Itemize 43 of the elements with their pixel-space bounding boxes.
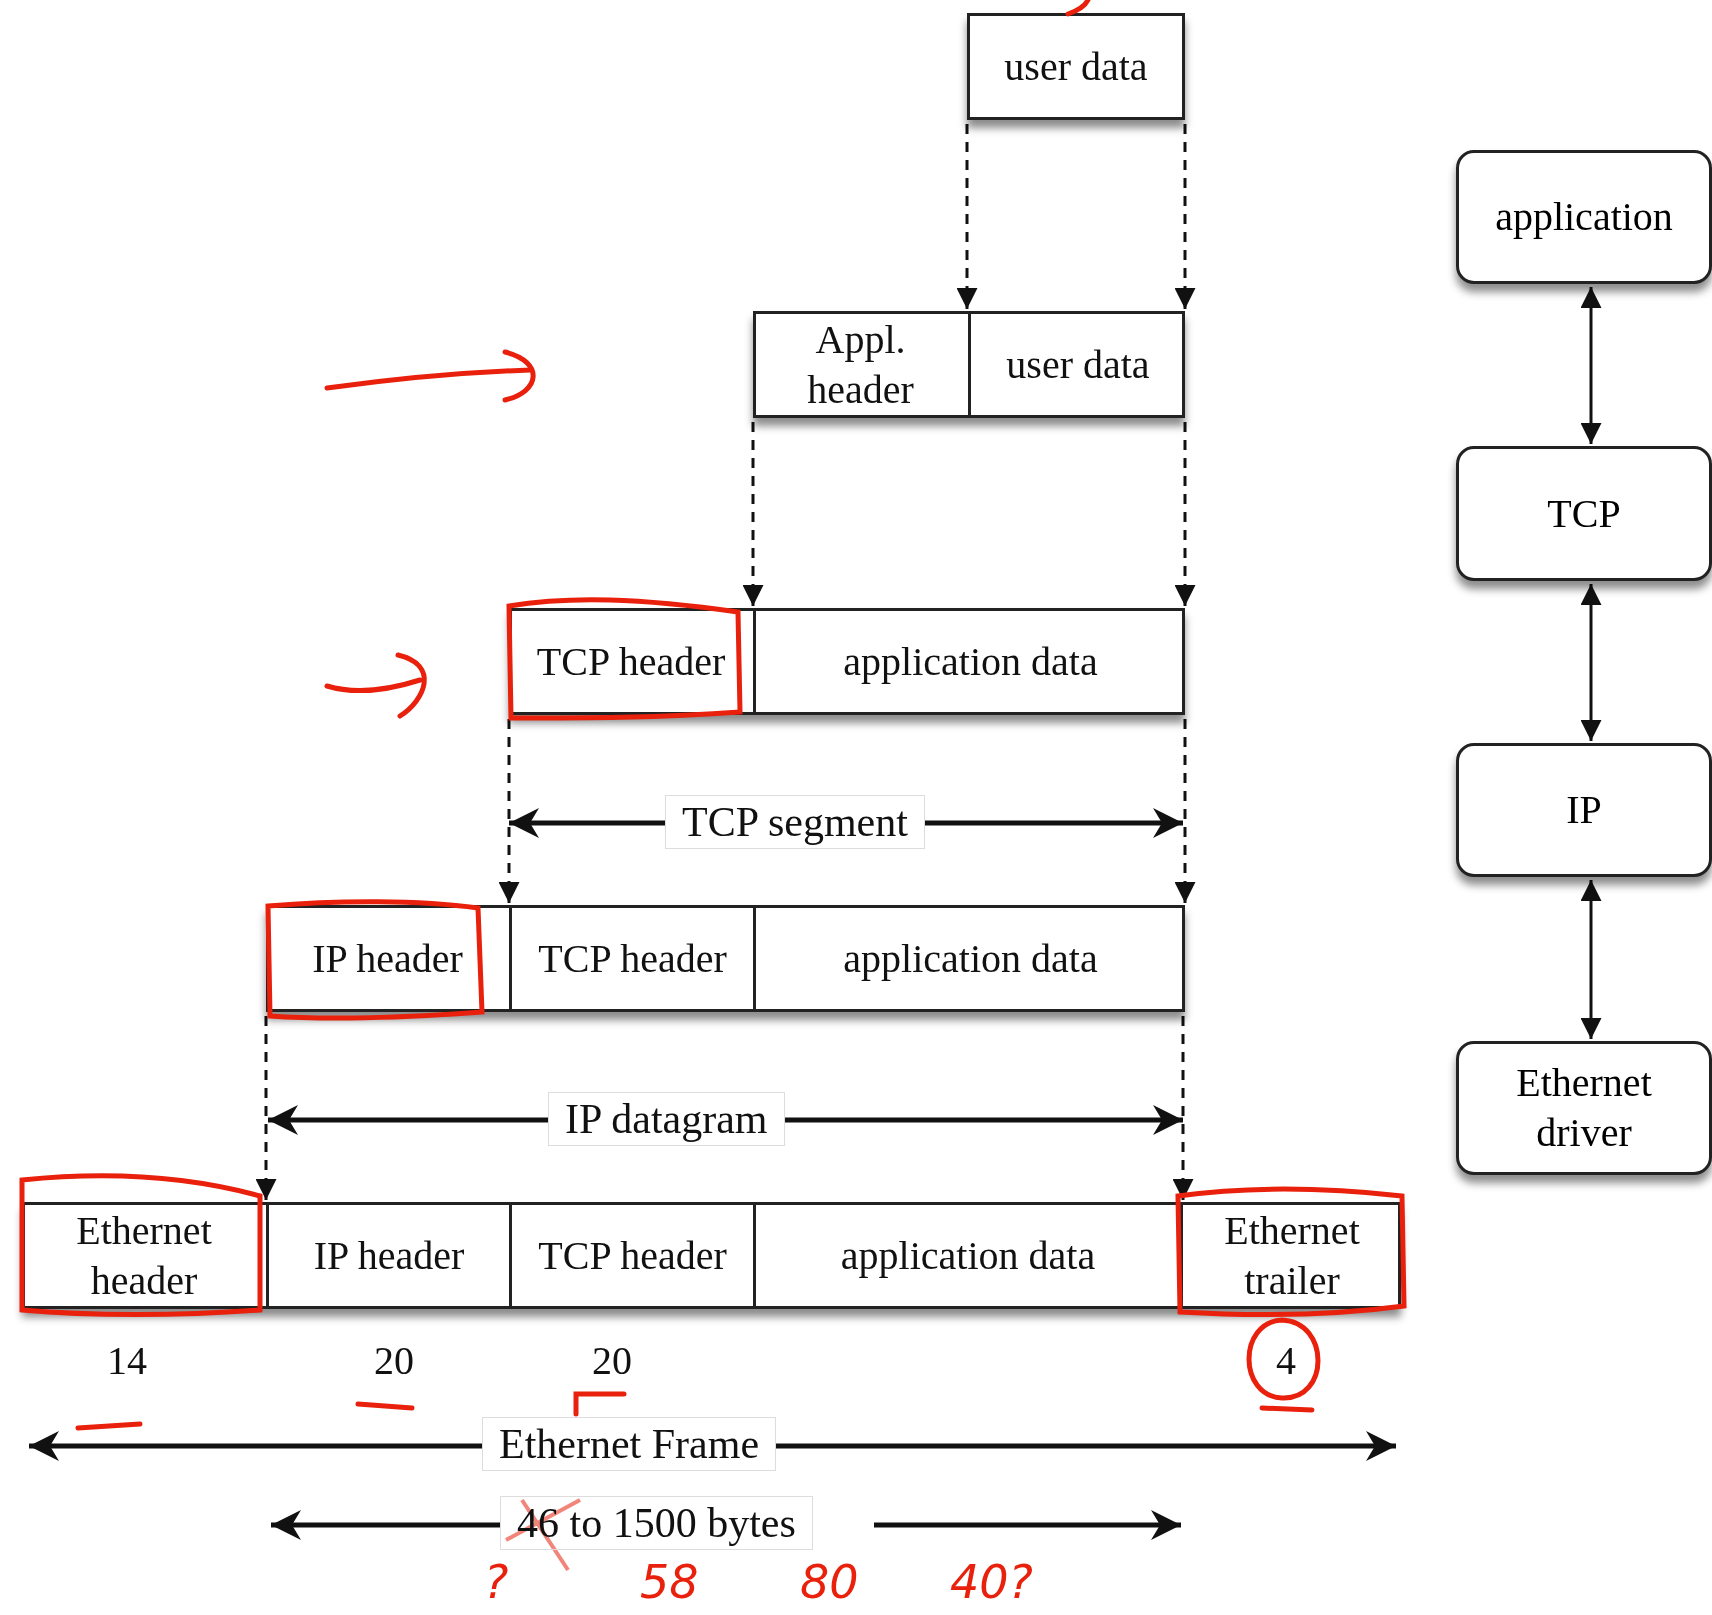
arrow <box>1174 719 1196 903</box>
header-field: Ethernet header <box>22 1205 266 1306</box>
dimension-label: TCP segment <box>665 795 925 849</box>
header-field: TCP header <box>509 1205 753 1306</box>
byte-count: 20 <box>374 1337 414 1384</box>
byte-count: 20 <box>592 1337 632 1384</box>
packet-bar <box>509 608 1185 715</box>
header-field: TCP header <box>509 908 753 1009</box>
layer-box: TCP <box>1456 446 1712 581</box>
packet-bar <box>22 1202 1401 1309</box>
arrow <box>742 422 764 606</box>
header-field: IP header <box>266 908 509 1009</box>
header-field: application data <box>753 611 1185 712</box>
arrow <box>1580 584 1602 741</box>
handwritten-note: 40? <box>950 1555 1033 1609</box>
arrow <box>1580 880 1602 1039</box>
layer-box: IP <box>1456 743 1712 877</box>
byte-count: 14 <box>107 1337 147 1384</box>
byte-count: 4 <box>1276 1337 1296 1384</box>
header-field: user data <box>968 314 1185 415</box>
arrow <box>1174 124 1196 309</box>
arrow <box>956 124 978 309</box>
arrow <box>1172 1016 1194 1200</box>
header-field: Ethernet trailer <box>1180 1205 1401 1306</box>
layer-box: application <box>1456 150 1712 284</box>
layer-box: Ethernet driver <box>1456 1041 1712 1175</box>
dimension-label: Ethernet Frame <box>482 1417 777 1471</box>
arrow <box>498 719 520 903</box>
header-field: application data <box>753 908 1185 1009</box>
data-box: user data <box>967 13 1185 120</box>
header-field: application data <box>753 1205 1180 1306</box>
packet-bar <box>266 905 1185 1012</box>
arrow <box>255 1016 277 1200</box>
arrow <box>1580 287 1602 444</box>
packet-bar <box>753 311 1185 418</box>
arrow <box>1174 422 1196 606</box>
dimension-label: IP datagram <box>548 1092 785 1146</box>
header-field: Appl. header <box>753 314 968 415</box>
header-field: IP header <box>266 1205 509 1306</box>
handwritten-note: 80 <box>800 1555 859 1609</box>
handwritten-note: 58 <box>640 1555 699 1609</box>
handwritten-note: ? <box>484 1555 509 1609</box>
header-field: TCP header <box>509 611 753 712</box>
